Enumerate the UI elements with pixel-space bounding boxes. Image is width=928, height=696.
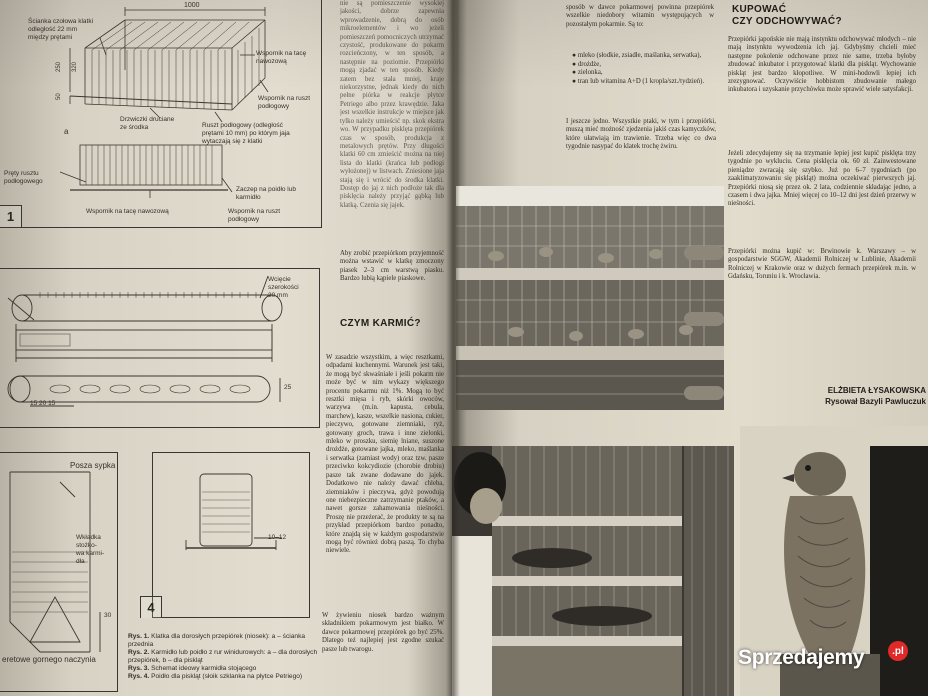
fig1-label-tray-support-b: Wspornik na tacę nawozową [86,208,169,215]
fig1-dim-top: 1000 [184,2,200,9]
svg-text:250: 250 [56,61,62,72]
fig1-label-tray-support: Wspornik na tacę nawozową [256,50,307,65]
heading-buy-or-raise: KUPOWAĆ CZY ODCHOWYWAĆ? [732,4,842,27]
book-spine-shadow [446,0,460,696]
figure-4-number: 4 [140,596,162,618]
left-column-sand: Aby zrobić przepiórkom przyjemność można… [340,250,444,283]
fig3-label-feed: Posza sypka [70,461,116,470]
vitamin-item: ● mleko (słodkie, zsiadłe, maślanka, ser… [572,52,702,59]
left-column-protein: W żywieniu niosek bardzo ważnym składnik… [322,612,444,653]
author-name: ELŻBIETA ŁYSAKOWSKA [827,386,926,395]
fig1-label-grate-support: Wspornik na ruszt podłogowy [258,95,311,110]
figure-captions: Rys. 1. Klatka dla dorosłych przepiórek … [128,633,318,681]
figure-1-number: 1 [0,205,22,227]
figure-2-frame [0,268,320,428]
watermark-logo: Sprzedajemy [738,646,865,669]
watermark-dot: .pl [888,641,908,661]
fig4-label-10-12: 10–12 [268,534,287,541]
fig3-label-cone: Wkładka stożko- wa karmi- dła [76,534,105,565]
fig2-label-cut: Wcięcie szerokości 30 mm [268,276,299,299]
right-column-vitamins: sposób w dawce pokarmowej powinna przepi… [566,4,714,28]
left-column-feeding: W zasadzie wszystkim, a więc resztkami, … [326,354,444,555]
photo-quail-cages-image [456,186,724,410]
figure-1-frame [0,0,322,228]
photo-chick-cages [452,446,734,696]
caption-4: Rys. 4. Poidło dla piskląt (słoik szklan… [128,673,303,680]
author-credit: ELŻBIETA ŁYSAKOWSKA Rysował Bazyli Pawlu… [758,385,926,407]
fig2-label-25: 25 [284,384,292,391]
fig3-label-30: 30 [104,612,112,619]
svg-text:50: 50 [56,93,62,100]
caption-2: Rys. 2. Karmidło lub poidło z rur winidu… [128,649,318,664]
fig1-label-floor-grate: Ruszt podłogowy (odległość prętami 10 mm… [202,122,290,145]
right-column-buying-2: Jeżeli zdecydujemy się na trzymanie lepi… [728,150,916,208]
right-column-gravel: I jeszcze jedno. Wszystkie ptaki, w tym … [566,118,716,151]
figure-2-drawing [7,275,283,407]
figure-3-frame [0,452,118,692]
right-column-intro [462,2,562,182]
vitamin-list: ● mleko (słodkie, zsiadłe, maślanka, ser… [572,52,714,86]
left-column-intro: nie są pomieszczenie wysokiej jakości, d… [340,0,444,209]
fig1-label-floor-bars: Pręty rusztu podłogowego [4,170,43,185]
figure-4-drawing [185,473,282,550]
caption-3: Rys. 3. Schemat ideowy karmidła stojąceg… [128,665,257,672]
fig1-label-front-wall: Ścianka czołowa klatki odległość 22 mm m… [28,18,94,41]
photo-quail-cages [456,186,724,410]
svg-text:320: 320 [72,61,78,72]
right-column-buying: Przepiórki japońskie nie mają instynktu … [728,36,916,94]
vitamin-item: ● zielonka, [572,69,603,77]
fig2-label-dims: 15 20 15 [30,400,56,407]
fig1-label-a: a [64,127,69,136]
vitamin-item: ● tran lub witamina A+D (1 kropla/szt./t… [572,77,705,85]
fig1-label-grate-support-b: Wspornik na ruszt podłogowy [228,208,281,223]
illustrator-credit: Rysował Bazyli Pawluczuk [825,397,926,406]
figure-4-frame [152,452,310,618]
fig1-label-feeder-clip: Zaczep na poidło lub karmidło [236,186,296,201]
fig1-label-door: Drzwiczki druciane ze środka [120,116,175,131]
vitamin-item: ● drożdże, [572,60,602,68]
right-column-where-to-buy: Przepiórki można kupić w: Brwinowie k. W… [728,248,916,281]
figure-3-drawing [9,471,101,653]
caption-1: Rys. 1. Klatka dla dorosłych przepiórek … [128,633,306,648]
fig3-label-bottom: eretowe gornego naczynia [2,655,96,664]
figure-1-drawing: 250 50 320 [56,7,269,198]
heading-feeding: CZYM KARMIĆ? [340,318,421,329]
photo-chick-cages-image [452,446,734,696]
